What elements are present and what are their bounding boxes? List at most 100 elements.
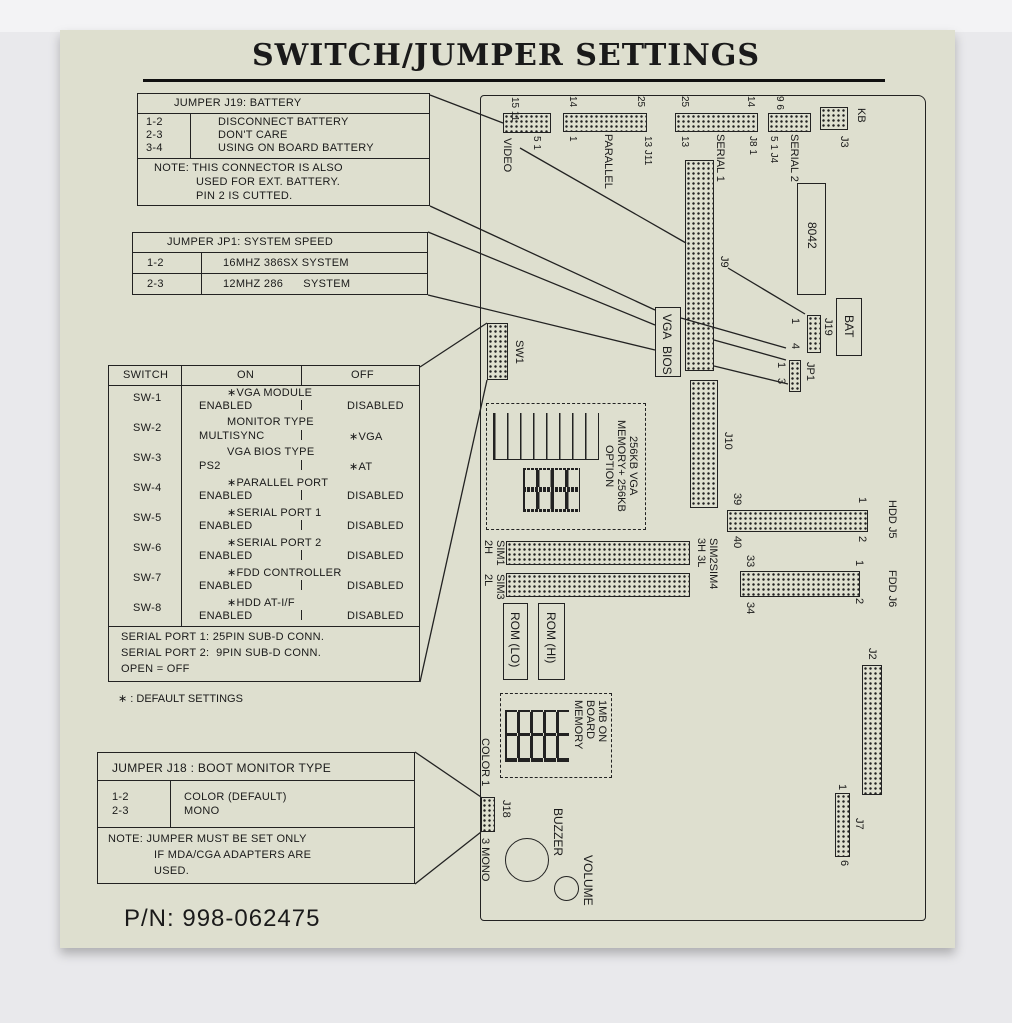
vga-memory-chips	[493, 413, 599, 460]
label: SIM3 2L	[482, 574, 506, 600]
label: 2	[856, 536, 868, 543]
serial1-connector-j8	[675, 113, 758, 132]
switch-off-value: DISABLED	[347, 490, 404, 502]
switch-off-value: DISABLED	[347, 550, 404, 562]
label: 5 1	[531, 136, 542, 150]
rom-hi: ROM (HI)	[538, 603, 565, 680]
label-fdd: FDD J6	[886, 570, 898, 608]
battery: BAT	[836, 298, 862, 356]
label: 33	[744, 555, 756, 568]
label: 2	[853, 598, 865, 605]
desc: MONO	[184, 805, 220, 817]
simm-slot-sim1-sim2	[506, 541, 690, 565]
chip-8042: 8042	[797, 183, 826, 295]
line: BOARD	[584, 700, 596, 740]
switch-description: ∗VGA MODULE	[227, 387, 313, 399]
switch-on-value: ENABLED	[199, 490, 253, 502]
label-jp1: JP1	[804, 362, 816, 381]
header-on: ON	[237, 369, 255, 381]
label: 14	[745, 96, 756, 108]
pins: 1-2	[146, 116, 163, 128]
background	[0, 0, 1012, 32]
divider	[109, 626, 419, 627]
divider	[301, 460, 302, 470]
header-off: OFF	[351, 369, 374, 381]
j19-header-row: JUMPER J19: BATTERY	[138, 94, 429, 114]
header-switch: SWITCH	[123, 369, 169, 381]
label-serial2: SERIAL 2	[788, 134, 800, 182]
divider	[301, 610, 302, 620]
default-settings-note: ∗ : DEFAULT SETTINGS	[118, 693, 243, 705]
desc: USING ON BOARD BATTERY	[218, 142, 374, 154]
label: 1	[856, 497, 868, 504]
switch-on-value: MULTISYNC	[199, 430, 265, 442]
vga-bios-chip: VGA BIOS	[655, 307, 681, 377]
label-j18: J18	[500, 800, 512, 818]
simm-slot-sim3-sim4	[506, 573, 690, 597]
divider	[301, 490, 302, 500]
switch-on-value: ENABLED	[199, 520, 253, 532]
label: SIM1 2H	[482, 540, 506, 566]
label: 39	[731, 493, 743, 506]
serial2-connector-j4	[768, 113, 811, 132]
j19-note: USED FOR EXT. BATTERY.	[196, 176, 341, 188]
label: 13	[679, 136, 690, 148]
label-video: VIDEO	[501, 138, 513, 173]
divider	[301, 400, 302, 410]
j19-table: JUMPER J19: BATTERY 1-2 DISCONNECT BATTER…	[137, 93, 430, 206]
label: 5 1 J4	[768, 136, 779, 164]
switch-description: ∗HDD AT-I/F	[227, 597, 295, 609]
parallel-connector-j11	[563, 113, 647, 132]
label-hdd: HDD J5	[886, 500, 898, 539]
pins: 2-3	[146, 129, 163, 141]
connector-j10	[690, 380, 718, 508]
line: 1MB ON	[596, 700, 608, 743]
label-j7: J7	[853, 818, 865, 830]
label: 3	[775, 378, 787, 385]
rom-lo: ROM (LO)	[503, 603, 528, 680]
volume-knob	[554, 876, 579, 901]
divider	[301, 430, 302, 440]
pins: 2-3	[147, 278, 164, 290]
label-j10: J10	[722, 432, 734, 450]
line: MEMORY	[572, 700, 584, 750]
divider	[301, 580, 302, 590]
j19-note: NOTE: THIS CONNECTOR IS ALSO	[154, 162, 343, 174]
switch-off-value: DISABLED	[347, 610, 404, 622]
part-number: P/N: 998-062475	[124, 905, 321, 932]
jumper-jp1	[789, 360, 801, 392]
label: BAT	[842, 315, 856, 338]
jp1-header-row: JUMPER JP1: SYSTEM SPEED	[133, 233, 427, 253]
j18-header: JUMPER J18 : BOOT MONITOR TYPE	[112, 761, 332, 775]
label-volume: VOLUME	[581, 855, 595, 906]
label: 1	[775, 362, 787, 369]
line: MEMORY+ 256KB	[615, 420, 627, 512]
label-j3: J3	[838, 136, 850, 148]
hdd-connector-j5	[727, 510, 868, 532]
divider	[201, 253, 202, 294]
switch-note: SERIAL PORT 1: 25PIN SUB-D CONN.	[121, 631, 325, 643]
j19-header: JUMPER J19: BATTERY	[174, 97, 302, 109]
label: 9 6	[774, 96, 785, 110]
line: 256KB VGA	[627, 436, 639, 496]
onboard-memory-chips	[505, 710, 570, 762]
label: 40	[731, 536, 743, 549]
divider	[190, 114, 191, 158]
divider	[301, 366, 302, 385]
switch-sw1	[487, 323, 508, 380]
switch-id: SW-6	[133, 542, 162, 554]
label-color: COLOR 1	[479, 738, 491, 787]
switch-off-value: DISABLED	[347, 520, 404, 532]
label: 14	[567, 96, 578, 108]
switch-description: ∗SERIAL PORT 1	[227, 507, 322, 519]
desc: DISCONNECT BATTERY	[218, 116, 349, 128]
j18-note: IF MDA/CGA ADAPTERS ARE	[154, 849, 312, 861]
connector-j7	[835, 793, 850, 857]
switch-id: SW-3	[133, 452, 162, 464]
keyboard-connector-j3	[820, 107, 848, 130]
